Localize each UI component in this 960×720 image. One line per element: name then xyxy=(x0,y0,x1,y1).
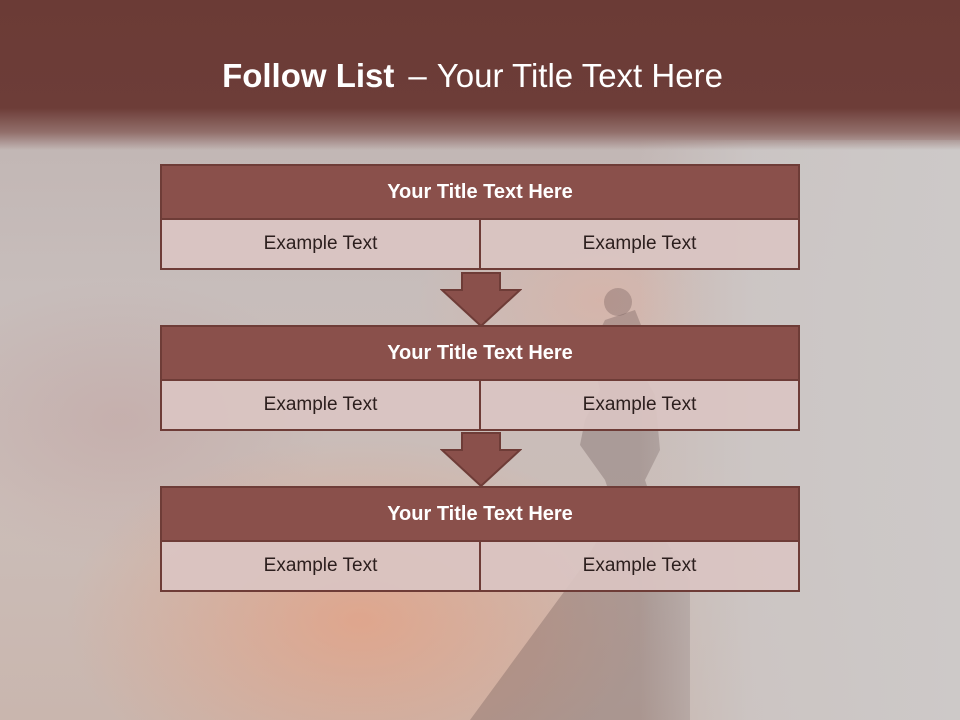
down-arrow-icon xyxy=(440,432,522,488)
step-row: Example Text Example Text xyxy=(160,220,800,270)
step-cell-left: Example Text xyxy=(160,220,479,270)
step-block-3: Your Title Text Here Example Text Exampl… xyxy=(160,486,800,592)
step-cell-left: Example Text xyxy=(160,542,479,592)
down-arrow-icon xyxy=(440,272,522,328)
step-row: Example Text Example Text xyxy=(160,542,800,592)
title-bold-part: Follow List xyxy=(222,57,395,94)
step-block-1: Your Title Text Here Example Text Exampl… xyxy=(160,164,800,270)
step-cell-right: Example Text xyxy=(479,542,800,592)
step-cell-right: Example Text xyxy=(479,381,800,431)
title-bar xyxy=(0,0,960,150)
step-cell-left: Example Text xyxy=(160,381,479,431)
step-title: Your Title Text Here xyxy=(160,486,800,542)
title-rest-part: Your Title Text Here xyxy=(436,57,723,94)
step-block-2: Your Title Text Here Example Text Exampl… xyxy=(160,325,800,431)
step-title: Your Title Text Here xyxy=(160,164,800,220)
step-row: Example Text Example Text xyxy=(160,381,800,431)
step-cell-right: Example Text xyxy=(479,220,800,270)
slide-title: Follow List–Your Title Text Here xyxy=(0,56,945,96)
title-separator: – xyxy=(408,57,427,94)
step-title: Your Title Text Here xyxy=(160,325,800,381)
